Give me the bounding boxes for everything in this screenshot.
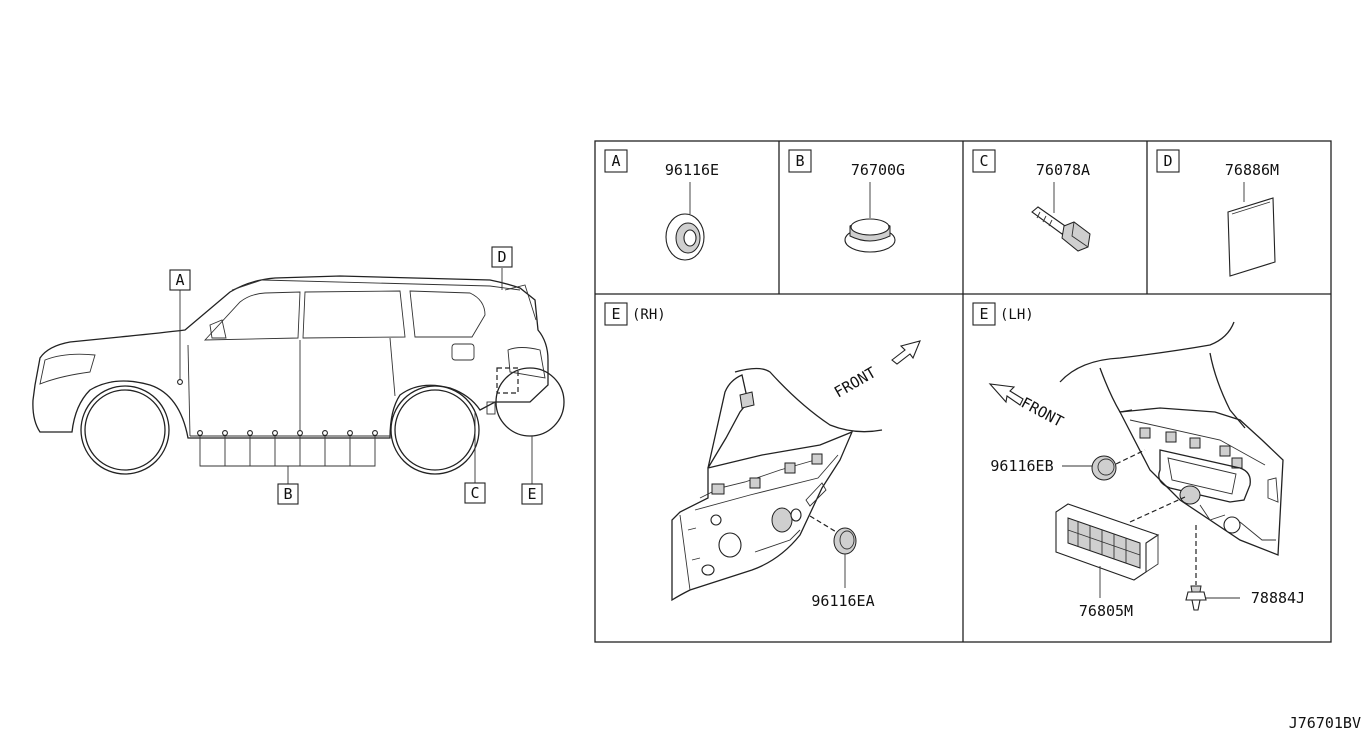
svg-text:B: B (283, 485, 292, 503)
callout-d: D (491, 246, 513, 268)
vehicle-side-view (32, 268, 565, 484)
plug-76700g-icon (844, 218, 896, 253)
part-number-76078a: 76078A (1036, 161, 1090, 179)
svg-text:A: A (175, 271, 184, 289)
panel-e-rh: E (RH) FRONT (604, 302, 921, 610)
sill-clips (197, 430, 378, 436)
svg-text:E: E (979, 305, 988, 323)
rear-panel-rh-illustration (671, 367, 883, 602)
panel-e-lh: E (LH) FRONT 96116EB (972, 302, 1305, 620)
grommet-96116e-icon (665, 213, 705, 261)
svg-text:B: B (795, 152, 804, 170)
part-number-96116e: 96116E (665, 161, 719, 179)
panel-a: A 96116E (604, 149, 719, 261)
svg-text:E: E (527, 485, 536, 503)
parts-grid-frame (594, 140, 1332, 643)
air-vent-76805m-icon (1055, 503, 1160, 581)
svg-text:C: C (979, 152, 988, 170)
plug-96116ea-icon (833, 527, 857, 555)
part-number-78884j: 78884J (1251, 589, 1305, 607)
callout-e: E (521, 483, 543, 505)
svg-text:D: D (1163, 152, 1172, 170)
panel-b: B 76700G (788, 149, 905, 253)
sealing-sheet-76886m-icon (1227, 197, 1276, 277)
bolt-76078a-icon (1031, 206, 1091, 252)
side-label-rh: (RH) (632, 307, 666, 323)
svg-text:D: D (497, 248, 506, 266)
svg-text:FRONT: FRONT (1018, 394, 1066, 431)
callout-c: C (464, 482, 486, 504)
front-arrow-rh: FRONT (831, 340, 921, 401)
side-label-lh: (LH) (1000, 307, 1034, 323)
part-number-96116eb: 96116EB (990, 457, 1053, 475)
callout-b: B (277, 483, 299, 505)
rear-panel-lh-illustration (1059, 321, 1284, 556)
panel-d: D 76886M (1156, 149, 1279, 277)
svg-text:E: E (611, 305, 620, 323)
diagram-id: J76701BV (1289, 714, 1361, 732)
svg-text:FRONT: FRONT (831, 363, 879, 401)
part-number-76700g: 76700G (851, 161, 905, 179)
part-number-76805m: 76805M (1079, 602, 1133, 620)
front-arrow-lh: FRONT (988, 383, 1066, 431)
part-number-76886m: 76886M (1225, 161, 1279, 179)
clip-78884j-icon (1185, 585, 1207, 611)
panel-c: C 76078A (972, 149, 1091, 252)
part-number-96116ea: 96116EA (811, 592, 874, 610)
svg-text:A: A (611, 152, 620, 170)
callout-a: A (169, 269, 191, 291)
plug-96116eb-icon (1091, 455, 1117, 481)
svg-text:C: C (470, 484, 479, 502)
